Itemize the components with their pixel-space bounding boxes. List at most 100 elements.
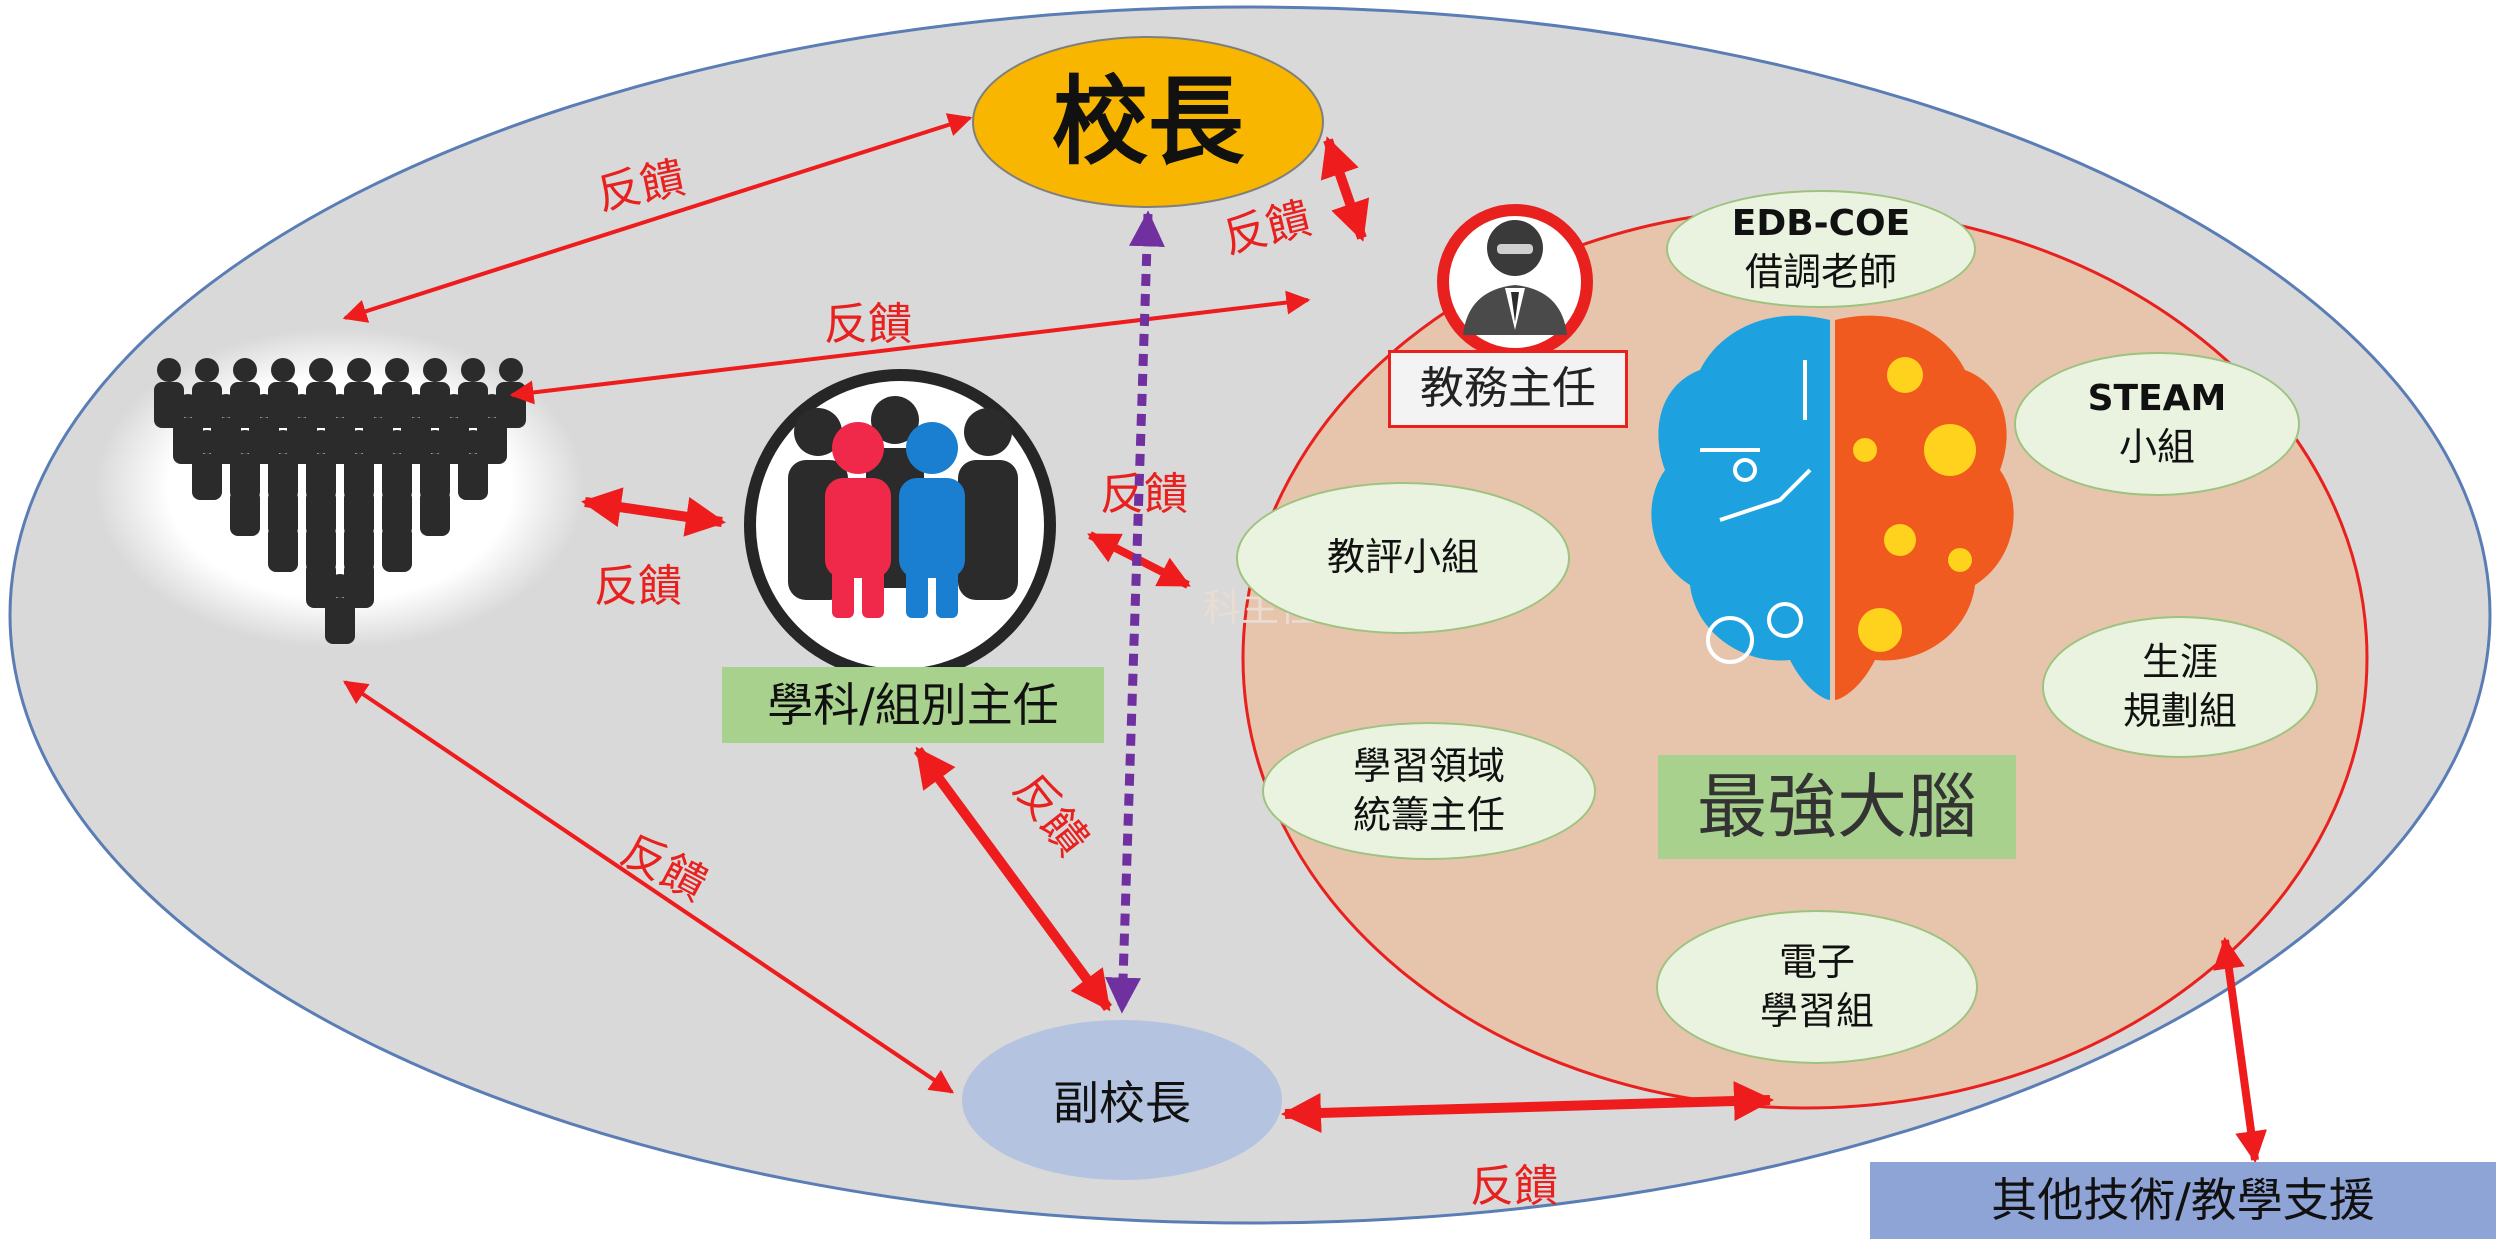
- crowd-person-head: [347, 466, 371, 490]
- crowd-person-head: [499, 358, 523, 382]
- brain-title-label: 最強大腦: [1658, 755, 2016, 859]
- crowd-person-head: [271, 358, 295, 382]
- crowd-person-head: [233, 466, 257, 490]
- crowd-person-head: [328, 574, 352, 598]
- academic-dean-label: 教務主任: [1388, 350, 1628, 428]
- steam-label: STEAM: [2087, 377, 2227, 419]
- crowd-person-body: [306, 562, 336, 608]
- crowd-person-head: [309, 466, 333, 490]
- crowd-person-head: [233, 358, 257, 382]
- crowd-person-body: [192, 454, 222, 500]
- crowd-person-head: [214, 394, 238, 418]
- feedback-label-8: 反饋: [1470, 1161, 1558, 1212]
- staff-crowd-icon: [95, 328, 585, 648]
- crowd-person-head: [328, 394, 352, 418]
- crowd-person-head: [461, 430, 485, 454]
- crowd-person-head: [404, 394, 428, 418]
- crowd-person-body: [287, 418, 317, 464]
- arrow-staff-heads: [581, 487, 726, 537]
- seconded-teacher-label: 借調老師: [1744, 249, 1897, 294]
- crowd-person-head: [366, 394, 390, 418]
- arrow-staff-vice: [343, 680, 954, 1094]
- principal-ellipse: [972, 36, 1324, 208]
- elearning-group: 電子 學習組: [1656, 910, 1978, 1064]
- crowd-person-body: [401, 418, 431, 464]
- dotted-arrow-principal-vice: [1105, 210, 1165, 1014]
- crowd-person-head: [252, 394, 276, 418]
- crowd-person-head: [309, 502, 333, 526]
- crowd-person-body: [325, 418, 355, 464]
- dean-avatar-icon: [1437, 204, 1593, 360]
- crowd-person-body: [230, 382, 260, 428]
- crowd-person-body: [249, 418, 279, 464]
- crowd-person-body: [458, 454, 488, 500]
- crowd-person-body: [382, 526, 412, 572]
- crowd-person-head: [195, 358, 219, 382]
- crowd-person-head: [347, 502, 371, 526]
- crowd-person-head: [309, 538, 333, 562]
- crowd-person-body: [382, 382, 412, 428]
- crowd-person-head: [385, 358, 409, 382]
- crowd-person-head: [271, 466, 295, 490]
- principal-label: 校長: [1052, 65, 1244, 178]
- crowd-person-head: [480, 394, 504, 418]
- crowd-person-head: [195, 430, 219, 454]
- arrow-brain-staff: [509, 290, 1311, 405]
- crowd-person-head: [442, 394, 466, 418]
- vice-principal-label: 副校長: [1053, 1076, 1191, 1130]
- crowd-person-head: [461, 358, 485, 382]
- crowd-person-body: [458, 382, 488, 428]
- crowd-person-body: [325, 598, 355, 644]
- feedback-label-5: 反饋: [594, 561, 682, 612]
- feedback-label-3: 反饋: [824, 299, 912, 350]
- feedback-arrows: [342, 113, 2267, 1164]
- support-box: 其他技術/教學支援: [1870, 1162, 2496, 1239]
- crowd-person-body: [192, 382, 222, 428]
- crowd-person-head: [271, 502, 295, 526]
- crowd-person-head: [385, 502, 409, 526]
- arrow-principal-staff: [342, 113, 973, 323]
- crowd-person-body: [477, 418, 507, 464]
- evaluation-group: 教評小組: [1236, 482, 1570, 634]
- edb-coe-group: EDB-COE 借調老師: [1666, 190, 1976, 308]
- crowd-person-head: [290, 394, 314, 418]
- subject-heads-label: 學科/組別主任: [722, 667, 1104, 743]
- crowd-person-head: [157, 358, 181, 382]
- edb-coe-label: EDB-COE: [1731, 202, 1911, 244]
- crowd-person-body: [306, 382, 336, 428]
- crowd-person-body: [211, 418, 241, 464]
- kla-group: 學習領域 統籌主任: [1262, 722, 1596, 860]
- crowd-person-head: [233, 430, 257, 454]
- feedback-label-4: 反饋: [1100, 469, 1188, 520]
- crowd-person-body: [420, 382, 450, 428]
- team-icon: [744, 369, 1056, 681]
- crowd-person-body: [268, 526, 298, 572]
- crowd-person-head: [347, 538, 371, 562]
- crowd-person-head: [347, 430, 371, 454]
- elearning-label-line1: 電子: [1778, 939, 1855, 984]
- crowd-person-body: [344, 382, 374, 428]
- kla-label-line2: 統籌主任: [1352, 793, 1505, 837]
- crowd-person-head: [423, 430, 447, 454]
- arrow-principal-brain: [1320, 136, 1370, 242]
- crowd-person-head: [271, 430, 295, 454]
- crowd-person-body: [344, 562, 374, 608]
- crowd-person-body: [230, 490, 260, 536]
- crowd-person-head: [423, 466, 447, 490]
- crowd-person-head: [385, 430, 409, 454]
- crowd-person-body: [363, 418, 393, 464]
- crowd-person-head: [309, 358, 333, 382]
- crowd-person-head: [176, 394, 200, 418]
- brain-icon: [1651, 315, 2014, 700]
- crowd-person-head: [385, 466, 409, 490]
- crowd-person-head: [347, 358, 371, 382]
- steam-group: STEAM 小組: [2014, 352, 2300, 496]
- arrow-brain-support: [2213, 936, 2267, 1164]
- crowd-person-body: [154, 382, 184, 428]
- crowd-person-head: [309, 430, 333, 454]
- career-label-line2: 規劃組: [2122, 689, 2237, 733]
- evaluation-label: 教評小組: [1326, 535, 1479, 580]
- crowd-person-body: [420, 490, 450, 536]
- kla-label-line1: 學習領域: [1352, 743, 1505, 788]
